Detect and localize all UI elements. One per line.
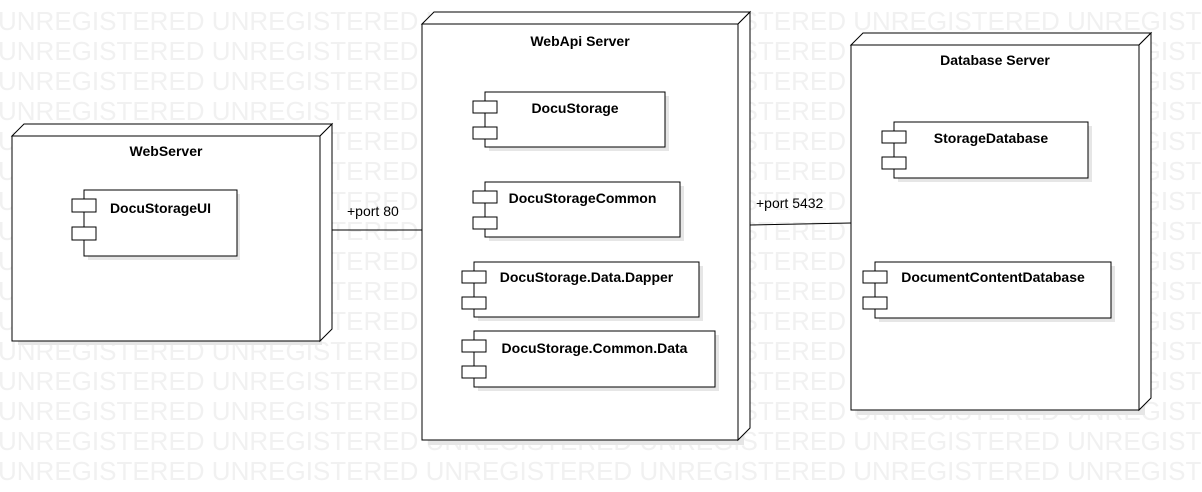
component-docustorage-common-data[interactable] — [461, 330, 719, 391]
component-label: StorageDatabase — [933, 130, 1049, 146]
component-icon — [461, 339, 487, 353]
component-icon — [472, 126, 498, 140]
component-docustorageui[interactable] — [71, 189, 240, 260]
component-icon — [881, 156, 907, 170]
component-icon — [461, 296, 487, 310]
component-label: DocuStorageCommon — [508, 190, 657, 206]
component-icon — [862, 296, 888, 310]
component-icon — [461, 270, 487, 284]
component-icon — [472, 216, 498, 230]
component-label: DocuStorage.Data.Dapper — [499, 269, 674, 285]
node-title-database-server: Database Server — [940, 52, 1050, 68]
component-docustorage-data-dapper[interactable] — [461, 261, 703, 321]
component-icon — [472, 190, 498, 204]
component-docustoragecommon[interactable] — [472, 181, 684, 241]
component-icon — [862, 270, 888, 284]
connector-label-port-5432: +port 5432 — [756, 195, 824, 211]
component-label: DocuStorageUI — [109, 200, 212, 216]
component-icon — [71, 198, 97, 213]
component-label: DocumentContentDatabase — [901, 269, 1085, 285]
component-icon — [881, 130, 907, 144]
connector-api-to-db[interactable] — [749, 222, 852, 226]
node-title-webapi-server: WebApi Server — [530, 33, 630, 49]
component-label: DocuStorage.Common.Data — [501, 340, 688, 356]
component-storagedatabase[interactable] — [881, 121, 1092, 182]
component-icon — [71, 226, 97, 241]
component-documentcontentdatabase[interactable] — [862, 261, 1115, 322]
connector-label-port-80: +port 80 — [347, 203, 399, 219]
component-label: DocuStorage — [531, 100, 619, 116]
component-icon — [472, 100, 498, 114]
component-icon — [461, 365, 487, 379]
component-docustorage[interactable] — [472, 91, 669, 151]
node-title-webserver: WebServer — [129, 143, 203, 159]
node-database-server[interactable] — [849, 31, 1153, 415]
